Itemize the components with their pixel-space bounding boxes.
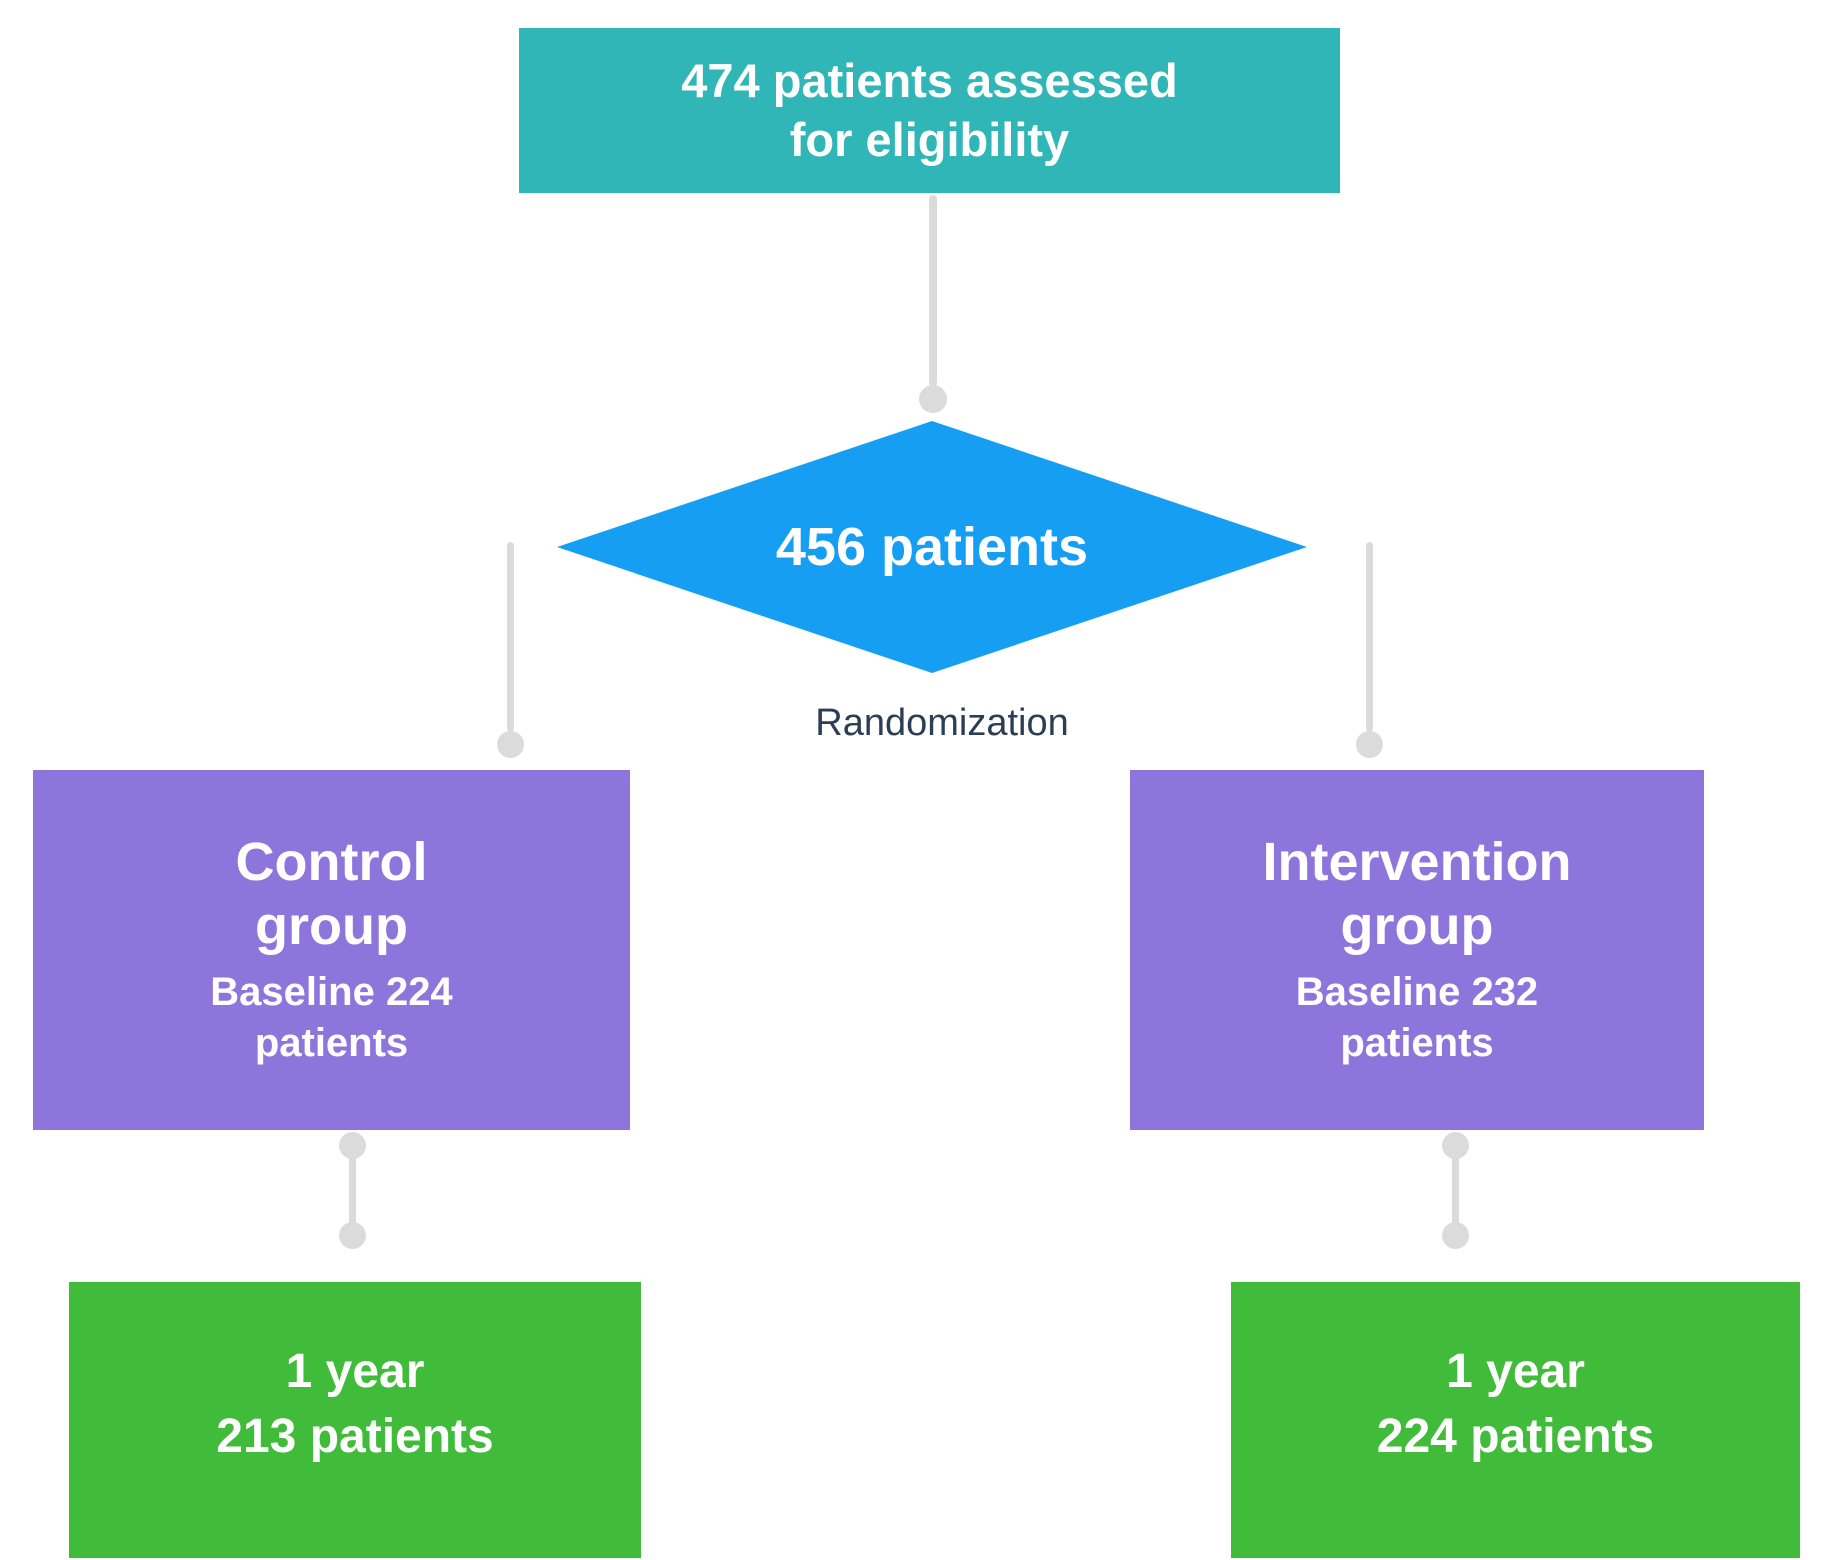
connector-control-outcome-line: [349, 1145, 356, 1235]
node-intervention-group: Intervention group Baseline 232 patients: [1130, 770, 1704, 1130]
connector-control-outcome-dot-bottom: [339, 1222, 366, 1249]
connector-intervention-outcome-line: [1452, 1145, 1459, 1235]
connector-top-line: [929, 195, 937, 387]
connector-intervention-outcome-dot-bottom: [1442, 1222, 1469, 1249]
control-group-baseline-count: Baseline 224 patients: [210, 969, 453, 1065]
connector-left-branch-line: [507, 542, 514, 732]
node-control-one-year-outcome: 1 year 213 patients: [69, 1282, 641, 1558]
connector-top-dot: [919, 385, 947, 413]
connector-left-branch-dot: [497, 731, 524, 758]
connector-right-branch-line: [1366, 542, 1373, 732]
node-intervention-one-year-outcome: 1 year 224 patients: [1231, 1282, 1800, 1558]
randomization-label: Randomization: [815, 702, 1069, 744]
node-control-group: Control group Baseline 224 patients: [33, 770, 630, 1130]
intervention-group-baseline-count: Baseline 232 patients: [1295, 969, 1539, 1065]
node-randomized-patients-diamond: 456 patients: [557, 421, 1307, 673]
intervention-group-title: Intervention group: [1262, 832, 1572, 956]
connector-right-branch-dot: [1356, 731, 1383, 758]
control-group-title: Control group: [235, 832, 428, 956]
node-assessed-for-eligibility: 474 patients assessed for eligibility: [519, 28, 1340, 193]
